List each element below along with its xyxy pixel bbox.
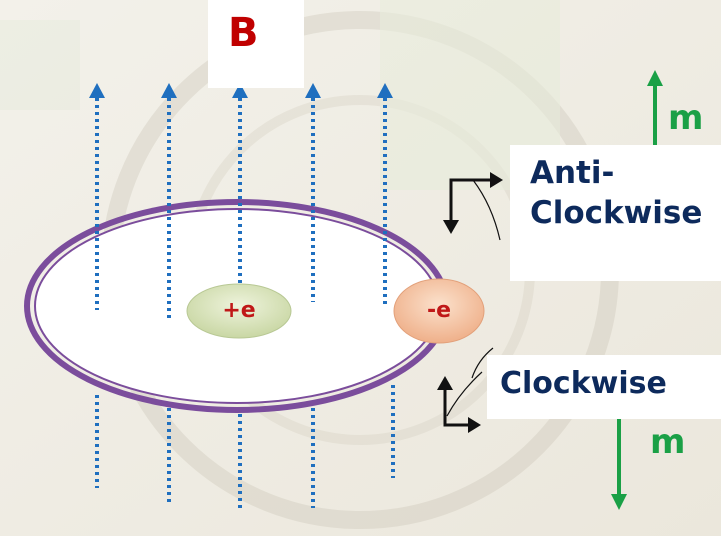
moment-down-arrowhead-icon — [611, 494, 627, 510]
arrowhead-icon — [437, 376, 453, 390]
anticlockwise-rotation-icon — [449, 178, 501, 241]
field-arrowhead — [305, 83, 321, 98]
clockwise-label-box — [487, 355, 721, 419]
electron — [393, 278, 485, 344]
clockwise-rotation-icon — [443, 347, 494, 427]
clockwise-label: Clockwise — [500, 366, 667, 401]
anticlockwise-label-line2: Clockwise — [530, 195, 703, 231]
arrowhead-icon — [468, 417, 481, 433]
field-arrowhead — [161, 83, 177, 98]
field-arrowheads — [89, 83, 393, 98]
moment-label-down: m — [650, 422, 686, 462]
nucleus-label: +e — [222, 298, 256, 323]
field-label: B — [228, 10, 259, 56]
arrowhead-icon — [490, 172, 503, 188]
nucleus — [186, 283, 292, 339]
anticlockwise-label-line1: Anti- — [530, 155, 615, 191]
anticlockwise-label-box — [510, 145, 721, 281]
field-label-box — [208, 0, 304, 88]
arrowhead-icon — [443, 220, 459, 234]
field-arrowhead — [89, 83, 105, 98]
field-lines — [95, 98, 395, 512]
electron-label: -e — [426, 298, 452, 323]
field-arrowhead — [377, 83, 393, 98]
moment-up-arrowhead-icon — [647, 70, 663, 86]
field-arrowhead — [232, 83, 248, 98]
anticlockwise-label: Anti- Clockwise — [530, 153, 702, 233]
moment-label-up: m — [668, 98, 704, 138]
